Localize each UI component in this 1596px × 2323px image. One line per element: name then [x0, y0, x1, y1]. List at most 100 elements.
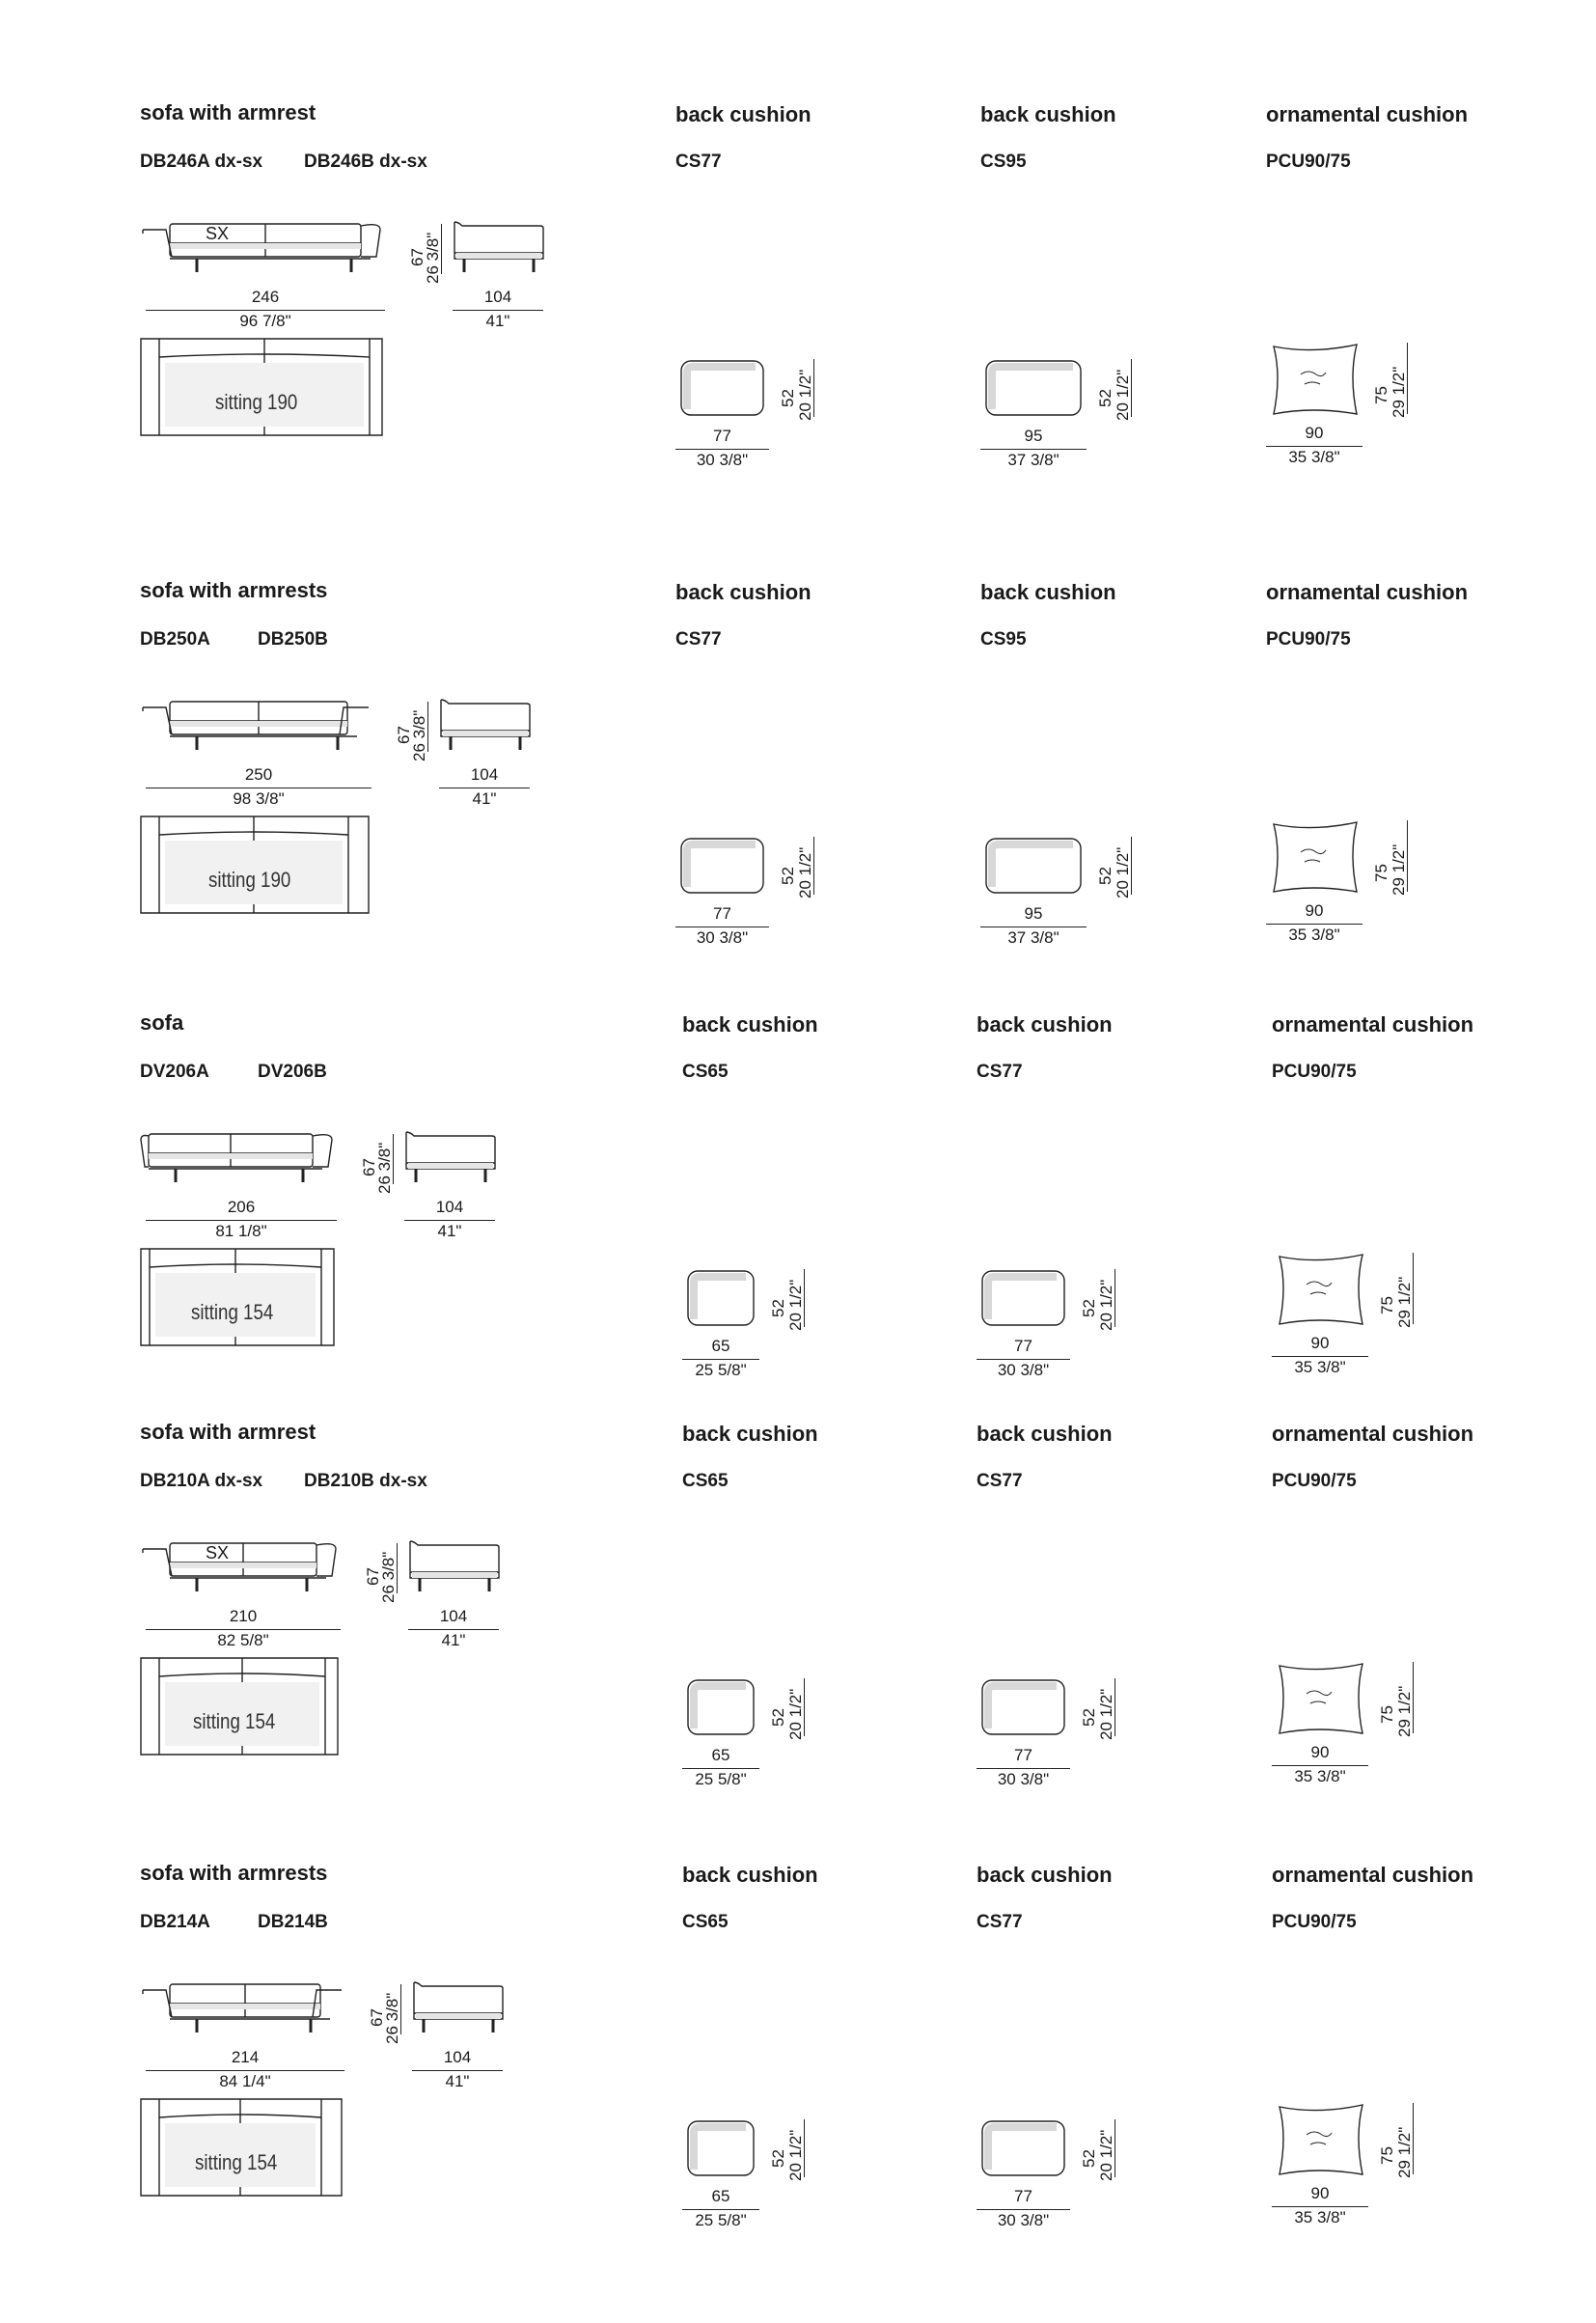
cushion-code: CS77 [675, 152, 722, 172]
cushion-width-cm: 77 [713, 427, 731, 445]
width-inches: 84 1/4" [219, 2072, 271, 2090]
cushion-height-inches: 20 1/2" [796, 846, 814, 899]
sofa-front-view [135, 1130, 342, 1188]
seat-shade [170, 2004, 320, 2009]
width-dimension-line [146, 1629, 341, 1630]
cushion-code: CS77 [675, 629, 722, 650]
depth-inches: 41" [445, 2072, 470, 2090]
seat-shade [149, 1153, 313, 1159]
depth-dimension-line [408, 1629, 499, 1630]
sofa-front-view [135, 1539, 345, 1597]
model-code: DV206A [140, 1062, 209, 1082]
cushion-height-inches: 20 1/2" [1097, 1688, 1115, 1740]
back-cushion-drawing [980, 1678, 1070, 1740]
cushion-width-line [682, 2209, 759, 2210]
cushion-height-line [804, 1269, 805, 1327]
sofa-side-view [408, 1539, 503, 1601]
cushion-code: PCU90/75 [1266, 629, 1351, 650]
cushion-outline [1280, 1255, 1362, 1324]
cushion-width-inches: 37 3/8" [1007, 451, 1059, 469]
width-inches: 81 1/8" [215, 1222, 267, 1240]
cushion-width-inches: 30 3/8" [696, 928, 749, 947]
side-back [361, 225, 380, 257]
cushion-width-cm: 77 [1014, 2187, 1032, 2205]
side-outline [441, 700, 530, 736]
side-back [316, 1544, 336, 1576]
right-armrest [340, 707, 369, 734]
ornamental-cushion-drawing [1276, 1662, 1368, 1737]
left-armrest [143, 1549, 172, 1576]
cushion-width-cm: 95 [1024, 427, 1043, 445]
side-shade [416, 2013, 501, 2019]
side-outline [410, 1541, 499, 1578]
cushion-crease [1305, 382, 1320, 384]
cushion-height-line [1413, 2103, 1414, 2174]
sofa-front-view [135, 698, 376, 756]
cushion-height-cm: 52 [779, 389, 797, 407]
side-back-left [141, 1136, 149, 1168]
cushion-height-line [813, 837, 814, 895]
cushion-width-cm: 90 [1310, 1743, 1330, 1761]
sitting-width: sitting 154 [193, 1709, 276, 1733]
back-cushion-drawing [679, 837, 769, 899]
back-cushion-drawing [686, 2119, 759, 2181]
cushion-height-line [1413, 1253, 1414, 1324]
cushion-shade [687, 844, 756, 887]
cushion-crease [1307, 2132, 1332, 2137]
side-shade [412, 1572, 497, 1578]
seat-shade [170, 721, 347, 727]
cushion-code: CS77 [977, 1062, 1023, 1082]
height-dimension-line [441, 224, 442, 274]
cushion-height-inches: 29 1/2" [1395, 1276, 1414, 1328]
cushion-title: ornamental cushion [1266, 580, 1469, 604]
cushion-height-cm: 52 [769, 2149, 787, 2168]
depth-cm: 104 [483, 288, 512, 306]
plan-outline [141, 1249, 334, 1345]
plan-seat-shade [165, 2123, 316, 2187]
cushion-code: CS95 [980, 152, 1027, 172]
sofa-side-view [412, 1980, 507, 2042]
side-outline [414, 1982, 503, 2019]
cushion-height-line [1407, 343, 1408, 414]
cushion-height-line [1114, 1678, 1115, 1736]
cushion-height-line [1131, 837, 1132, 895]
side-shade [408, 1163, 493, 1169]
side-label: SX [206, 224, 230, 243]
cushion-outline [982, 1271, 1064, 1325]
cushion-shade [687, 367, 756, 409]
cushion-outline [986, 839, 1081, 893]
cushion-height-line [1114, 1269, 1115, 1327]
left-armrest [143, 707, 172, 734]
cushion-crease [1301, 372, 1326, 376]
cushion-height-inches: 20 1/2" [1114, 846, 1132, 899]
cushion-crease [1307, 1691, 1332, 1696]
cushion-width-line [1272, 1356, 1368, 1357]
cushion-outline [681, 361, 763, 415]
cushion-shade [992, 844, 1073, 887]
cushion-height-line [1114, 2119, 1115, 2177]
cushion-shade [694, 1686, 746, 1728]
cushion-code: PCU90/75 [1266, 152, 1351, 172]
sitting-width: sitting 154 [195, 2150, 278, 2174]
cushion-outline [688, 2121, 754, 2175]
sofa-side-view [404, 1130, 499, 1192]
left-armrest [143, 230, 172, 257]
cushion-width-inches: 30 3/8" [696, 451, 749, 469]
cushion-code: CS77 [977, 1471, 1023, 1491]
cushion-width-inches: 30 3/8" [997, 2211, 1050, 2229]
cushion-code: CS77 [977, 1912, 1023, 1932]
cushion-height-inches: 20 1/2" [1097, 1279, 1115, 1331]
cushion-width-cm: 65 [711, 1337, 730, 1355]
model-code: DB214B [258, 1912, 328, 1932]
sofa-plan-view [140, 1657, 341, 1757]
sofa-front-view [135, 220, 390, 278]
plan-outline [141, 1658, 338, 1755]
height-inches: 26 3/8" [383, 1992, 401, 2044]
cushion-width-inches: 37 3/8" [1007, 928, 1059, 947]
cushion-outline [982, 1680, 1064, 1734]
cushion-height-line [804, 1678, 805, 1736]
cushion-height-cm: 52 [779, 867, 797, 885]
ornamental-cushion-drawing [1276, 1253, 1368, 1328]
model-code: DB214A [140, 1912, 210, 1932]
plan-outline [141, 2099, 342, 2196]
